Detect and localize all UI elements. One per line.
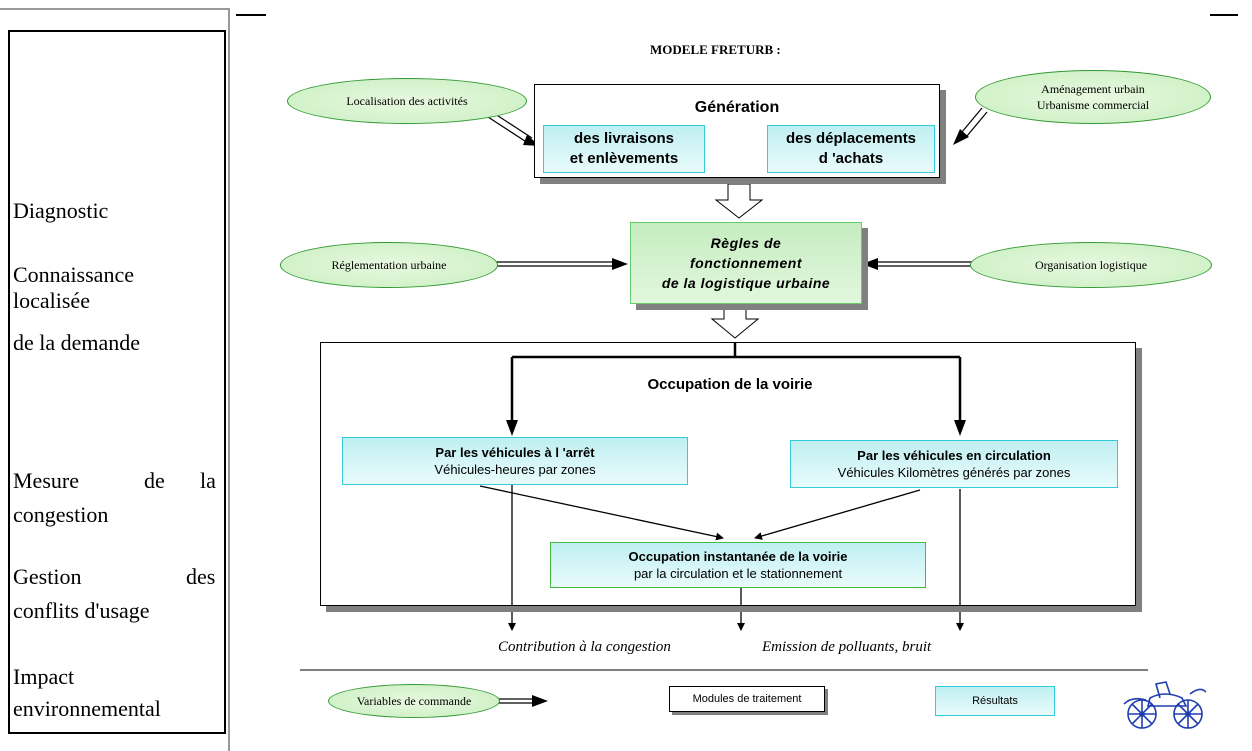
label-conflits: conflits d'usage <box>13 598 150 623</box>
legend-variables-oval: Variables de commande <box>328 684 500 718</box>
arret-box: Par les véhicules à l 'arrêt Véhicules-h… <box>342 437 688 485</box>
oval-amenagement: Aménagement urbain Urbanisme commercial <box>975 70 1211 124</box>
label-connaissance: Connaissance <box>13 262 134 287</box>
corner-mark-left <box>236 14 266 16</box>
circulation-subtitle: Véhicules Kilomètres générés par zones <box>837 465 1071 480</box>
regles-box: Règles de fonctionnement de la logistiqu… <box>630 222 862 304</box>
arret-subtitle: Véhicules-heures par zones <box>434 462 596 477</box>
label-congestion: congestion <box>13 502 109 527</box>
top-border <box>0 8 230 10</box>
oval-localisation: Localisation des activités <box>287 78 527 124</box>
arrow-reglementation-head <box>612 258 628 270</box>
label-environnemental: environnemental <box>13 696 161 721</box>
oval-reglementation: Réglementation urbaine <box>280 242 498 288</box>
generation-title: Génération <box>694 99 780 116</box>
regles-line1: Règles de <box>710 235 782 251</box>
oval-amenagement-line2: Urbanisme commercial <box>1036 98 1150 112</box>
label-de: de <box>144 468 165 493</box>
diagram-title: MODELE FRETURB : <box>650 42 781 57</box>
legend-resultats-box: Résultats <box>935 686 1055 716</box>
arrow-organisation-to-regles <box>876 261 973 267</box>
oval-organisation-label: Organisation logistique <box>1034 258 1148 272</box>
deplacements-line2: d 'achats <box>818 150 884 167</box>
left-panel: Diagnostic Connaissance localisée de la … <box>8 30 226 734</box>
legend-resultats-label: Résultats <box>972 695 1018 707</box>
circulation-title: Par les véhicules en circulation <box>857 448 1051 463</box>
oval-amenagement-line1: Aménagement urbain <box>1041 82 1145 96</box>
regles-line2: fonctionnement <box>690 255 802 271</box>
label-localisee: localisée <box>13 288 90 313</box>
instant-title: Occupation instantanée de la voirie <box>628 549 848 564</box>
legend-arrow <box>496 698 534 704</box>
instant-box: Occupation instantanée de la voirie par … <box>550 542 926 588</box>
instant-subtitle: par la circulation et le stationnement <box>633 566 843 581</box>
label-demande: de la demande <box>13 330 141 355</box>
deplacements-line1: des déplacements <box>785 130 917 147</box>
label-gestion: Gestion <box>13 564 82 589</box>
occupation-title: Occupation de la voirie <box>647 376 813 393</box>
label-impact: Impact <box>13 664 75 689</box>
arrow-amenagement-to-generation <box>961 107 988 137</box>
occupation-box <box>320 342 1136 606</box>
livraisons-line2: et enlèvements <box>569 150 679 167</box>
generation-livraisons: des livraisons et enlèvements <box>543 125 705 173</box>
output-emission: Emission de polluants, bruit <box>762 639 932 655</box>
label-des: des <box>186 564 216 589</box>
legend-modules-box: Modules de traitement <box>669 686 825 712</box>
hollow-arrow-regles-to-occupation <box>710 303 760 339</box>
oval-reglementation-label: Réglementation urbaine <box>331 258 447 272</box>
circulation-box: Par les véhicules en circulation Véhicul… <box>790 440 1118 488</box>
label-la: la <box>200 468 216 493</box>
oval-organisation: Organisation logistique <box>970 242 1212 288</box>
arrow-reglementation-to-regles <box>493 261 614 267</box>
carriage-icon <box>1123 681 1207 729</box>
output-congestion: Contribution à la congestion <box>498 639 671 655</box>
left-column-divider <box>228 8 230 751</box>
label-mesure: Mesure <box>13 468 79 493</box>
legend-variables-label: Variables de commande <box>356 694 472 708</box>
legend-arrow-head <box>532 695 548 707</box>
livraisons-line1: des livraisons <box>573 130 675 147</box>
hollow-arrow-generation-to-regles <box>714 183 764 219</box>
arrow-organisation-head <box>862 258 878 270</box>
oval-localisation-label: Localisation des activités <box>346 94 468 108</box>
generation-deplacements: des déplacements d 'achats <box>767 125 935 173</box>
label-diagnostic: Diagnostic <box>13 198 109 223</box>
arret-title: Par les véhicules à l 'arrêt <box>435 445 595 460</box>
corner-mark-right <box>1210 14 1238 16</box>
generation-box: Génération des livraisons et enlèvements… <box>534 84 940 178</box>
regles-line3: de la logistique urbaine <box>661 275 831 291</box>
legend-modules-label: Modules de traitement <box>692 693 802 705</box>
arrow-amenagement-head <box>953 129 969 145</box>
